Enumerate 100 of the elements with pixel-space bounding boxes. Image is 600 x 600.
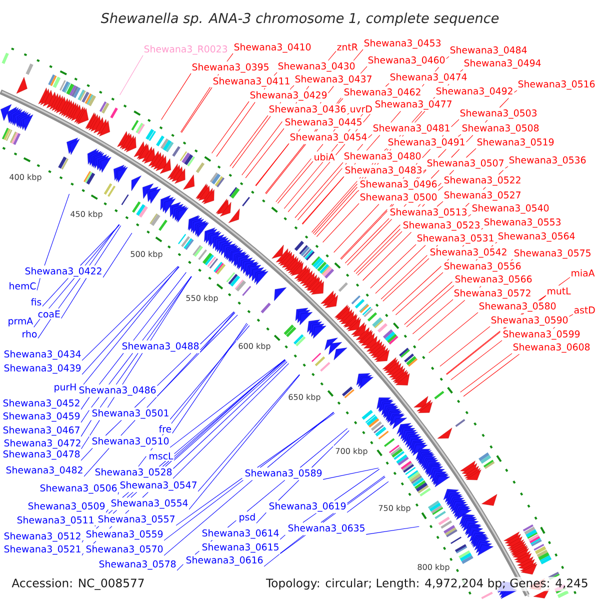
leader-line <box>404 242 498 325</box>
leader-line <box>322 468 379 480</box>
leader-line <box>172 363 290 479</box>
leader-line <box>266 98 344 194</box>
gene-label: Shewana3_0480 <box>344 152 421 162</box>
leader-line <box>156 314 238 397</box>
leader-line <box>102 232 132 278</box>
leader-line <box>346 481 389 513</box>
gene-label: Shewana3_0496 <box>360 180 437 190</box>
leader-line <box>375 166 508 294</box>
leader-line <box>334 119 460 253</box>
gene-label: Shewana3_0452 <box>3 399 80 409</box>
gene-label: Shewana3_0430 <box>278 62 355 72</box>
leader-line <box>314 69 464 236</box>
gene-label: Shewana3_0483 <box>345 166 422 176</box>
leader-line <box>181 87 212 133</box>
leader-line <box>418 259 514 341</box>
gene-label: Shewana3_0616 <box>186 556 263 566</box>
gene-label: prmA <box>8 318 33 326</box>
gene-label: Shewana3_0503 <box>460 109 537 119</box>
gene-label: Shewana3_0507 <box>427 159 504 169</box>
leader-line <box>280 476 385 554</box>
gene-label: Shewana3_0482 <box>6 466 82 476</box>
leader-line <box>366 526 420 535</box>
leader-line <box>212 101 250 154</box>
leader-line <box>265 66 368 194</box>
leader-line <box>188 374 300 510</box>
gene-label: rho <box>22 330 37 338</box>
leader-line <box>294 162 344 218</box>
leader-line <box>288 114 370 212</box>
gene-label: mutL <box>548 288 571 295</box>
gene-label: Shewana3_0486 <box>79 386 156 396</box>
leader-line <box>200 312 235 353</box>
gene-label: psd <box>240 513 255 522</box>
leader-line <box>446 295 546 374</box>
leader-line <box>362 201 444 281</box>
gene-label: Shewana3_0572 <box>454 289 530 299</box>
leader-line <box>276 113 350 202</box>
leader-line <box>354 148 476 272</box>
leader-line <box>264 476 386 567</box>
gene-label: Shewana3_0478 <box>3 450 80 460</box>
leader-line <box>245 128 284 178</box>
scale-label: 700 kbp <box>336 448 368 456</box>
gene-label: Shewana3_0439 <box>4 364 81 374</box>
leader-line <box>277 161 314 204</box>
gene-label: Shewana3_0510 <box>92 437 169 447</box>
gene-label: Shewana3_0512 <box>4 532 80 542</box>
gene-label: Shewana3_0422 <box>25 267 102 277</box>
footer-text: Accession: NC_008577 <box>10 576 146 592</box>
leader-line <box>198 374 300 492</box>
leader-line <box>406 285 454 328</box>
gene-label: coaE <box>38 310 60 318</box>
gene-label: miaA <box>572 269 595 277</box>
leader-line <box>161 73 192 120</box>
gene-label: Shewana3_0564 <box>498 232 575 242</box>
gene-label: Shewana3_0635 <box>288 524 364 534</box>
gene-label: Shewana3_0599 <box>503 330 580 340</box>
gene-label: Shewana3_0434 <box>4 350 81 360</box>
leader-line <box>242 50 336 176</box>
gene-label: Shewana3_0615 <box>202 543 278 553</box>
leader-line <box>357 231 402 276</box>
leader-line <box>118 324 248 495</box>
gene-label: Shewana3_0508 <box>462 124 539 134</box>
leader-line <box>340 169 426 259</box>
gene-label: Shewana3_0531 <box>417 234 494 244</box>
gene-label: Shewana3_0575 <box>514 249 590 259</box>
gene-label: Shewana3_0619 <box>269 502 346 512</box>
title: Shewanella sp. ANA-3 chromosome 1, complete sequence <box>100 12 499 26</box>
gene-label: Shewana3_0513 <box>390 208 467 218</box>
leader-line <box>176 428 348 571</box>
leader-line <box>463 314 574 397</box>
gene-label: Shewana3_0566 <box>455 275 532 285</box>
leader-line <box>170 325 250 420</box>
leader-line <box>280 468 380 540</box>
gene-label: uvrD <box>350 106 372 113</box>
gene-label: Shewana3_0580 <box>479 302 556 312</box>
gene-label: Shewana3_0395 <box>192 63 268 73</box>
gene-label: Shewana3_0614 <box>202 529 279 539</box>
leader-line <box>172 322 248 434</box>
gene-label: Shewana3_0578 <box>99 560 176 570</box>
scale-label: 550 kbp <box>186 294 218 303</box>
leader-line <box>312 148 388 233</box>
leader-line <box>450 340 502 380</box>
leader-line <box>36 194 70 291</box>
leader-line <box>312 97 436 234</box>
gene-label: purH <box>54 384 76 392</box>
gene-label: Shewana3_0477 <box>375 100 452 110</box>
leader-line <box>255 143 290 186</box>
leader-line <box>347 90 518 266</box>
gene-label: Shewana3_0467 <box>3 426 80 436</box>
gene-label: ubiA <box>314 153 335 161</box>
gene-label: Shewana3_0501 <box>92 409 168 419</box>
gene-label: Shewana3_0589 <box>245 469 322 479</box>
gene-label: Shewana3_0516 <box>518 80 595 90</box>
gene-label: Shewana3_0559 <box>86 530 163 540</box>
leader-line <box>297 134 372 220</box>
gene-label: Shewana3_0540 <box>472 204 549 214</box>
leader-line <box>460 353 512 392</box>
gene-label: Shewana3_0554 <box>111 499 188 509</box>
leader-line <box>446 277 570 375</box>
